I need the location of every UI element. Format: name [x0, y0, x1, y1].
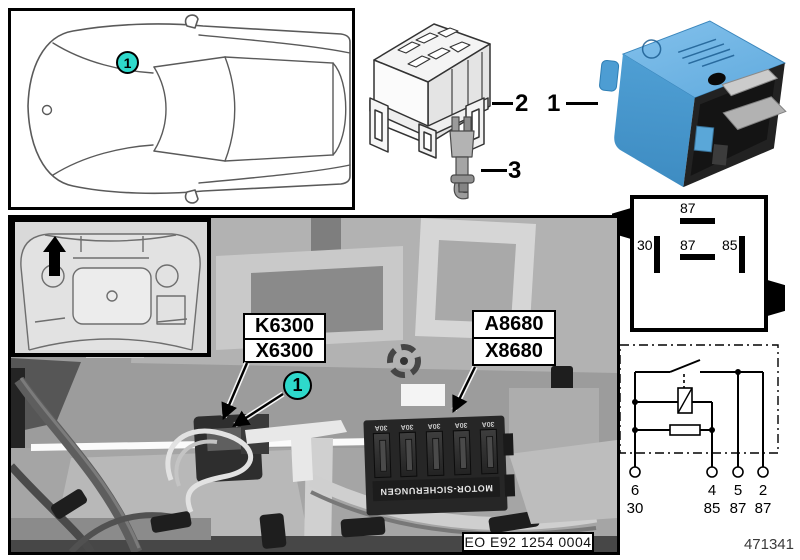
terminal-87b: 87	[755, 500, 772, 517]
drawing-reference-number: 471341	[743, 536, 794, 553]
photo-callout-1-label: 1	[292, 375, 303, 395]
terminal-pin-5: 5	[734, 482, 742, 499]
pin-box-right-tab	[764, 279, 785, 317]
car-callout-1: 1	[116, 51, 139, 74]
inset-location-arrow	[43, 236, 66, 276]
engine-bay-inset-drawing	[20, 233, 201, 351]
terminal-pin-6: 6	[631, 482, 639, 499]
relay-socket-code: X6300	[255, 340, 314, 362]
fusebox-tag-box: A8680 X8680	[472, 310, 556, 366]
terminal-30: 30	[627, 500, 644, 517]
fuse-slot: 30A	[451, 420, 473, 476]
item-1-label: 1	[547, 90, 561, 117]
pin-30-label: 30	[637, 237, 653, 253]
fuse-slot: 30A	[370, 423, 392, 479]
item-2-leader-line	[492, 102, 513, 105]
pin-85-label: 85	[722, 237, 738, 253]
fusebox-socket-code: X8680	[485, 340, 543, 362]
fuse-row: 30A 30A 30A 30A 30A	[370, 419, 499, 479]
fuse-rating-label: 30A	[374, 423, 388, 432]
fusebox-code: A8680	[474, 312, 554, 339]
car-callout-1-label: 1	[123, 54, 132, 71]
car-location-panel: 1	[8, 8, 355, 210]
pin-87-mid-bar	[680, 254, 715, 260]
terminal-85: 85	[704, 500, 721, 517]
fuse-slot: 30A	[424, 421, 446, 477]
fusebox-panel-text: MOTOR-SICHERUNGEN	[379, 483, 494, 497]
fuse-rating-label: 30A	[454, 420, 468, 429]
terminal-pin-2: 2	[759, 482, 767, 499]
pin-87-mid-label: 87	[680, 237, 696, 253]
fuse-rating-label: 30A	[481, 419, 495, 428]
pin-30-bar	[654, 236, 660, 273]
pin-diagram: 87 30 87 85	[630, 195, 768, 332]
item-3-label: 3	[508, 157, 522, 184]
photo-image-ref-label: EO E92 1254 0004	[462, 532, 594, 552]
relay-socket-drawing	[369, 23, 491, 159]
terminal-pin-4: 4	[708, 482, 716, 499]
fuse-slot: 30A	[477, 419, 499, 475]
terminal-87a: 87	[730, 500, 747, 517]
photo-callout-1: 1	[283, 371, 312, 400]
engine-bay-photo-panel: K6300 X6300 A8680 X8680 30A 30A 30A 30A 30A …	[8, 215, 620, 555]
pin-87-top-label: 87	[680, 200, 696, 216]
item-1-leader-line	[566, 102, 598, 105]
relay-circuit-schematic: 6 4 5 2 30 85 87 87	[619, 344, 779, 517]
pin-85-bar	[739, 236, 745, 273]
pin-connector-drawing	[449, 116, 475, 200]
item-3-leader-line	[481, 169, 507, 172]
fusebox-strip: MOTOR-SICHERUNGEN	[372, 476, 501, 502]
car-top-view-drawing	[27, 14, 351, 204]
engine-bay-inset	[11, 218, 211, 357]
relay-photo	[599, 20, 787, 188]
fuse-rating-label: 30A	[400, 422, 414, 431]
relay-code: K6300	[245, 315, 324, 340]
fuse-slot: 30A	[397, 422, 419, 478]
pin-87-top-bar	[680, 218, 715, 224]
item-2-label: 2	[515, 90, 529, 117]
fuse-rating-label: 30A	[427, 421, 441, 430]
relay-tag-box: K6300 X6300	[243, 313, 326, 363]
motor-fusebox: 30A 30A 30A 30A 30A MOTOR-SICHERUNGEN	[363, 415, 508, 516]
